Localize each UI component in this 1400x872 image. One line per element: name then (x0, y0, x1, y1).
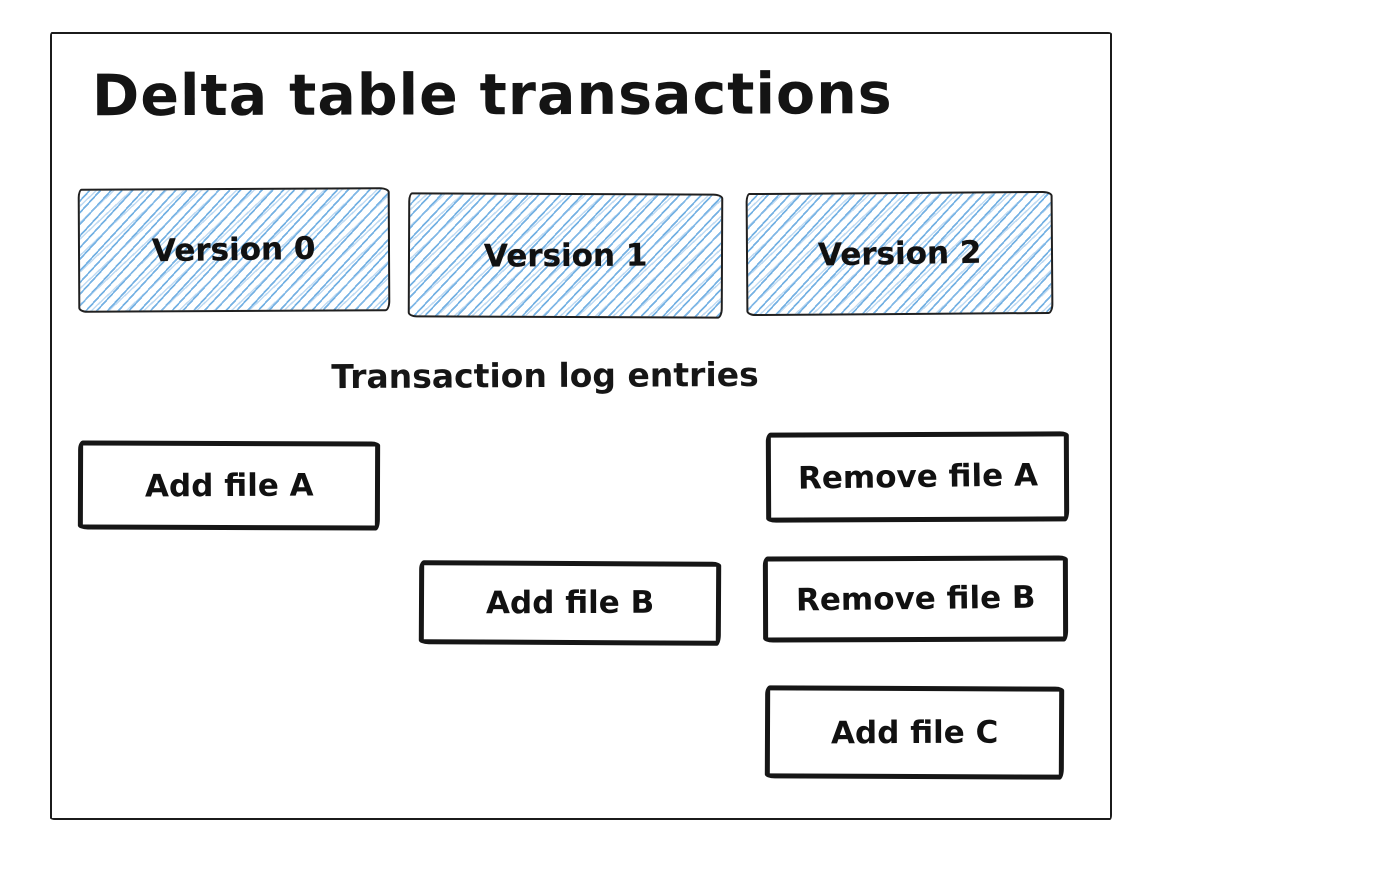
diagram-title: Delta table transactions (91, 61, 893, 130)
log-entry-remove-file-b: Remove file B (762, 555, 1069, 643)
log-entry-label: Add file A (144, 467, 314, 504)
version-label: Version 0 (152, 230, 316, 270)
log-entry-add-file-a: Add file A (77, 440, 381, 531)
log-entry-add-file-c: Add file C (764, 685, 1065, 780)
log-entry-remove-file-a: Remove file A (765, 431, 1070, 523)
version-label: Version 2 (817, 234, 982, 273)
log-entry-label: Remove file A (797, 457, 1038, 497)
log-caption: Transaction log entries (331, 354, 759, 397)
version-box-0: Version 0 (77, 187, 391, 313)
version-box-1: Version 1 (407, 192, 724, 319)
log-entry-label: Remove file B (795, 579, 1036, 619)
log-entry-label: Add file B (485, 584, 655, 622)
version-label: Version 1 (483, 237, 648, 274)
version-box-2: Version 2 (745, 190, 1054, 317)
log-entry-add-file-b: Add file B (418, 560, 722, 646)
log-entry-label: Add file C (830, 714, 999, 751)
